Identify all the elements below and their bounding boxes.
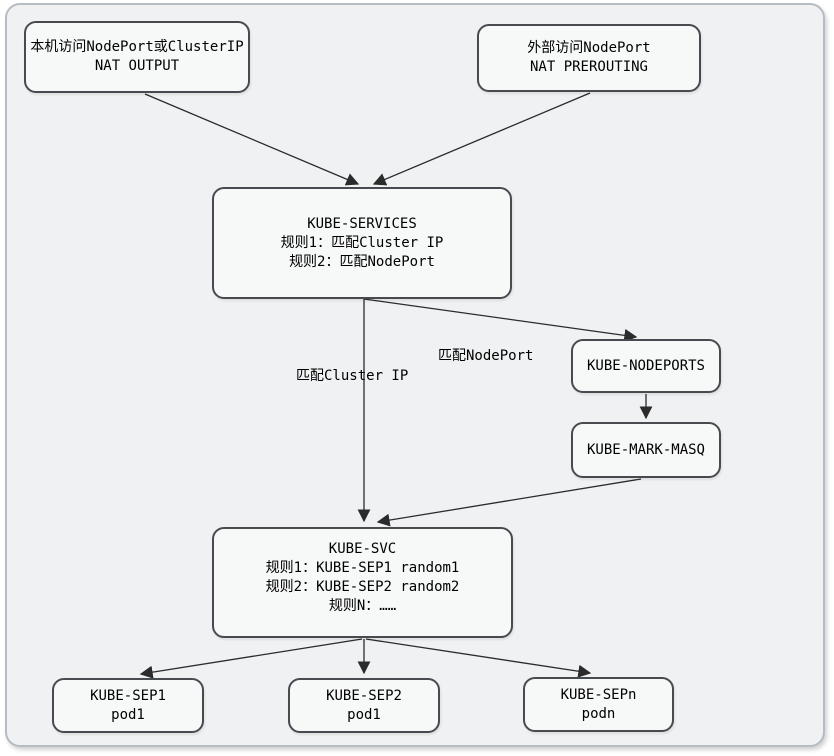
node-nat-output-line2: NAT OUTPUT	[94, 58, 180, 74]
node-kube-sepn: KUBE-SEPn podn	[523, 677, 674, 732]
node-kube-sep2-pod: pod1	[347, 706, 381, 723]
node-kube-services: KUBE-SERVICES 规则1：匹配Cluster IP 规则2：匹配Nod…	[212, 187, 512, 299]
node-nat-prerouting: 外部访问NodePort NAT PREROUTING	[477, 24, 701, 92]
node-kube-svc-rule1: 规则1：KUBE-SEP1 random1	[265, 559, 460, 576]
node-kube-sep1-pod: pod1	[111, 706, 145, 723]
node-kube-sepn-title: KUBE-SEPn	[560, 686, 637, 703]
node-nat-prerouting-line1: 外部访问NodePort	[527, 40, 651, 56]
node-kube-mark-masq-title: KUBE-MARK-MASQ	[586, 441, 705, 458]
node-nat-output: 本机访问NodePort或ClusterIP NAT OUTPUT	[24, 21, 250, 93]
node-kube-nodeports: KUBE-NODEPORTS	[571, 339, 721, 393]
node-kube-sep2: KUBE-SEP2 pod1	[288, 678, 440, 733]
node-kube-svc-title: KUBE-SVC	[328, 540, 397, 557]
node-kube-nodeports-title: KUBE-NODEPORTS	[586, 357, 705, 374]
node-nat-output-line1: 本机访问NodePort或ClusterIP	[30, 39, 244, 55]
node-kube-sep1: KUBE-SEP1 pod1	[52, 678, 204, 733]
node-kube-services-title: KUBE-SERVICES	[307, 215, 417, 232]
node-kube-mark-masq: KUBE-MARK-MASQ	[571, 422, 721, 478]
node-kube-svc-rule2: 规则2：KUBE-SEP2 random2	[265, 578, 460, 595]
edge-label-match-cluster-ip: 匹配Cluster IP	[296, 368, 409, 384]
node-kube-services-rule1: 规则1：匹配Cluster IP	[280, 234, 444, 251]
node-nat-prerouting-line2: NAT PREROUTING	[529, 59, 648, 75]
node-kube-svc: KUBE-SVC 规则1：KUBE-SEP1 random1 规则2：KUBE-…	[212, 527, 513, 638]
node-kube-sepn-pod: podn	[581, 705, 616, 722]
node-kube-svc-rulen: 规则N：……	[328, 597, 397, 614]
edge-label-match-nodeport: 匹配NodePort	[438, 348, 534, 364]
node-kube-services-rule2: 规则2：匹配NodePort	[289, 253, 435, 270]
node-kube-sep2-title: KUBE-SEP2	[326, 687, 402, 704]
node-kube-sep1-title: KUBE-SEP1	[90, 687, 166, 704]
